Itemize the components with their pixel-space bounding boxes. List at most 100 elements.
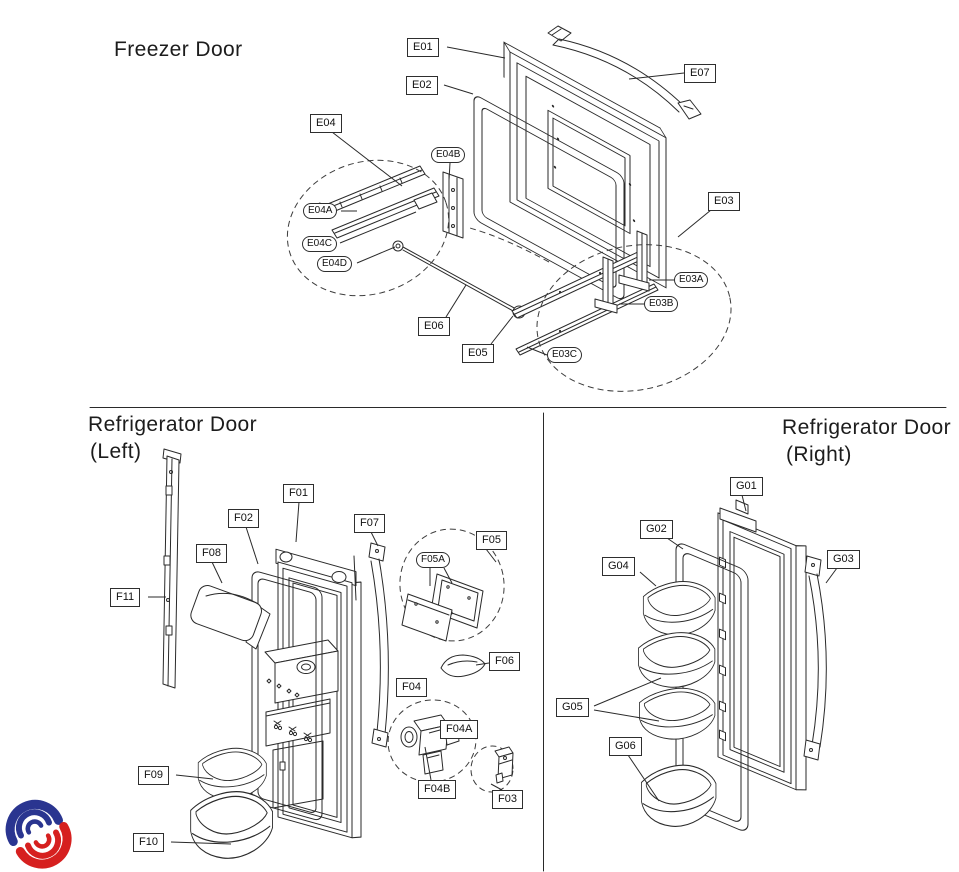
part-label-e03: E03 [708,192,740,211]
left-door-control-boards-drawing [399,528,505,642]
part-label-e06: E06 [418,317,450,336]
part-label-f07: F07 [354,514,385,533]
freezer-hinge-group-outline [536,244,732,392]
part-label-f02: F02 [228,509,259,528]
freezer-rail-assembly-drawing [312,165,464,239]
part-label-e03a: E03A [674,272,709,288]
leader-line-f05 [485,548,497,563]
part-label-g04: G04 [602,557,635,576]
leader-line-g01 [741,494,747,512]
leader-line-g05 [593,709,660,722]
leader-line-g06 [627,754,660,802]
freezer-group-link-outline [469,227,550,263]
leader-line-f02 [245,526,259,565]
leader-line-f05a [443,567,453,584]
left-door-sensor-rod [353,555,357,601]
part-label-e04: E04 [310,114,342,133]
part-label-g01: G01 [730,477,763,496]
part-label-g02: G02 [640,520,673,539]
callout-leader-lines [148,46,838,845]
leader-line-e01 [446,46,506,59]
freezer-section-title: Freezer Door [114,38,243,61]
leader-line-f10 [170,841,232,845]
leader-line-f04a [428,729,441,734]
leader-line-g04 [639,571,657,587]
right-door-bin-g05-upper [637,632,716,688]
leader-line-f03 [490,783,503,791]
freezer-door-assembly-drawing [286,25,732,392]
part-label-g05: G05 [556,698,589,717]
part-label-f11: F11 [110,588,141,607]
part-label-g03: G03 [827,550,860,569]
part-label-f03: F03 [492,790,523,809]
leader-line-f07 [370,531,379,547]
left-door-lamp-cover-drawing [440,654,486,678]
left-door-bracket-drawing [470,745,514,793]
part-label-e03c: E03C [547,347,583,363]
part-label-e01: E01 [407,38,439,57]
part-label-e03b: E03B [644,296,679,312]
right-door-handle-drawing [803,555,827,761]
left-door-gasket-drawing [251,571,323,821]
part-label-f04: F04 [396,678,427,697]
part-label-f09: F09 [138,766,169,785]
brand-logo [5,799,72,869]
leader-line-e04c [339,211,417,244]
left-door-dairy-cover-drawing [190,585,271,650]
part-label-f05a: F05A [416,552,450,568]
fridge-left-section-title: Refrigerator Door [88,413,258,436]
part-label-e04c: E04C [302,236,338,252]
freezer-rail-group-outline [286,159,450,297]
part-label-f08: F08 [196,544,227,563]
right-door-bin-g05-lower [638,687,716,740]
left-door-trim-drawing [162,448,182,689]
left-door-icon-marks [273,720,313,743]
left-door-handle-drawing [368,542,389,748]
leader-line-e03c [526,346,548,356]
leader-line-g02 [666,537,684,550]
freezer-torsion-rod-drawing [392,240,526,319]
part-label-e04d: E04D [317,256,353,272]
part-label-e04b: E04B [431,147,466,163]
fridge-right-section-subtitle: (Right) [786,443,852,466]
leader-line-e04b [448,162,451,181]
leader-line-f08 [211,561,223,584]
leader-line-e07 [628,72,685,80]
part-label-f04a: F04A [440,720,479,739]
right-door-bin-g04 [642,581,716,636]
leader-line-e05 [490,315,514,345]
section-dividers [89,407,947,872]
leader-line-e03 [677,209,712,238]
fridge-left-section-subtitle: (Left) [90,440,142,463]
left-door-valve-drawing [387,699,477,783]
part-label-g06: G06 [609,737,642,756]
leader-line-e06 [445,284,467,318]
part-label-f05: F05 [476,531,507,550]
part-label-f06: F06 [489,652,520,671]
part-label-f01: F01 [283,484,314,503]
freezer-gasket-drawing [473,96,625,300]
part-label-f04b: F04B [418,780,457,799]
part-label-e05: E05 [462,344,494,363]
leader-line-e04d [356,246,396,264]
left-door-top-pocket [331,571,347,583]
fridge-right-section-title: Refrigerator Door [782,416,952,439]
part-label-e07: E07 [684,64,716,83]
right-door-assembly-drawing [637,499,827,831]
right-door-bin-g06 [640,764,717,827]
left-door-top-pocket [279,551,293,563]
leader-line-f06 [475,662,490,666]
left-door-bin-f10 [190,791,274,859]
leader-line-f09 [175,774,214,780]
freezer-hinge-posts-drawing [594,230,650,314]
leader-line-e04 [331,131,403,187]
part-label-e04a: E04A [303,203,338,219]
leader-line-g03 [825,567,838,584]
part-label-f10: F10 [133,833,164,852]
leader-line-g05 [593,677,662,707]
part-label-e02: E02 [406,76,438,95]
leader-line-f01 [295,501,300,543]
leader-line-e02 [443,84,474,95]
leader-line-f04b [424,746,432,781]
